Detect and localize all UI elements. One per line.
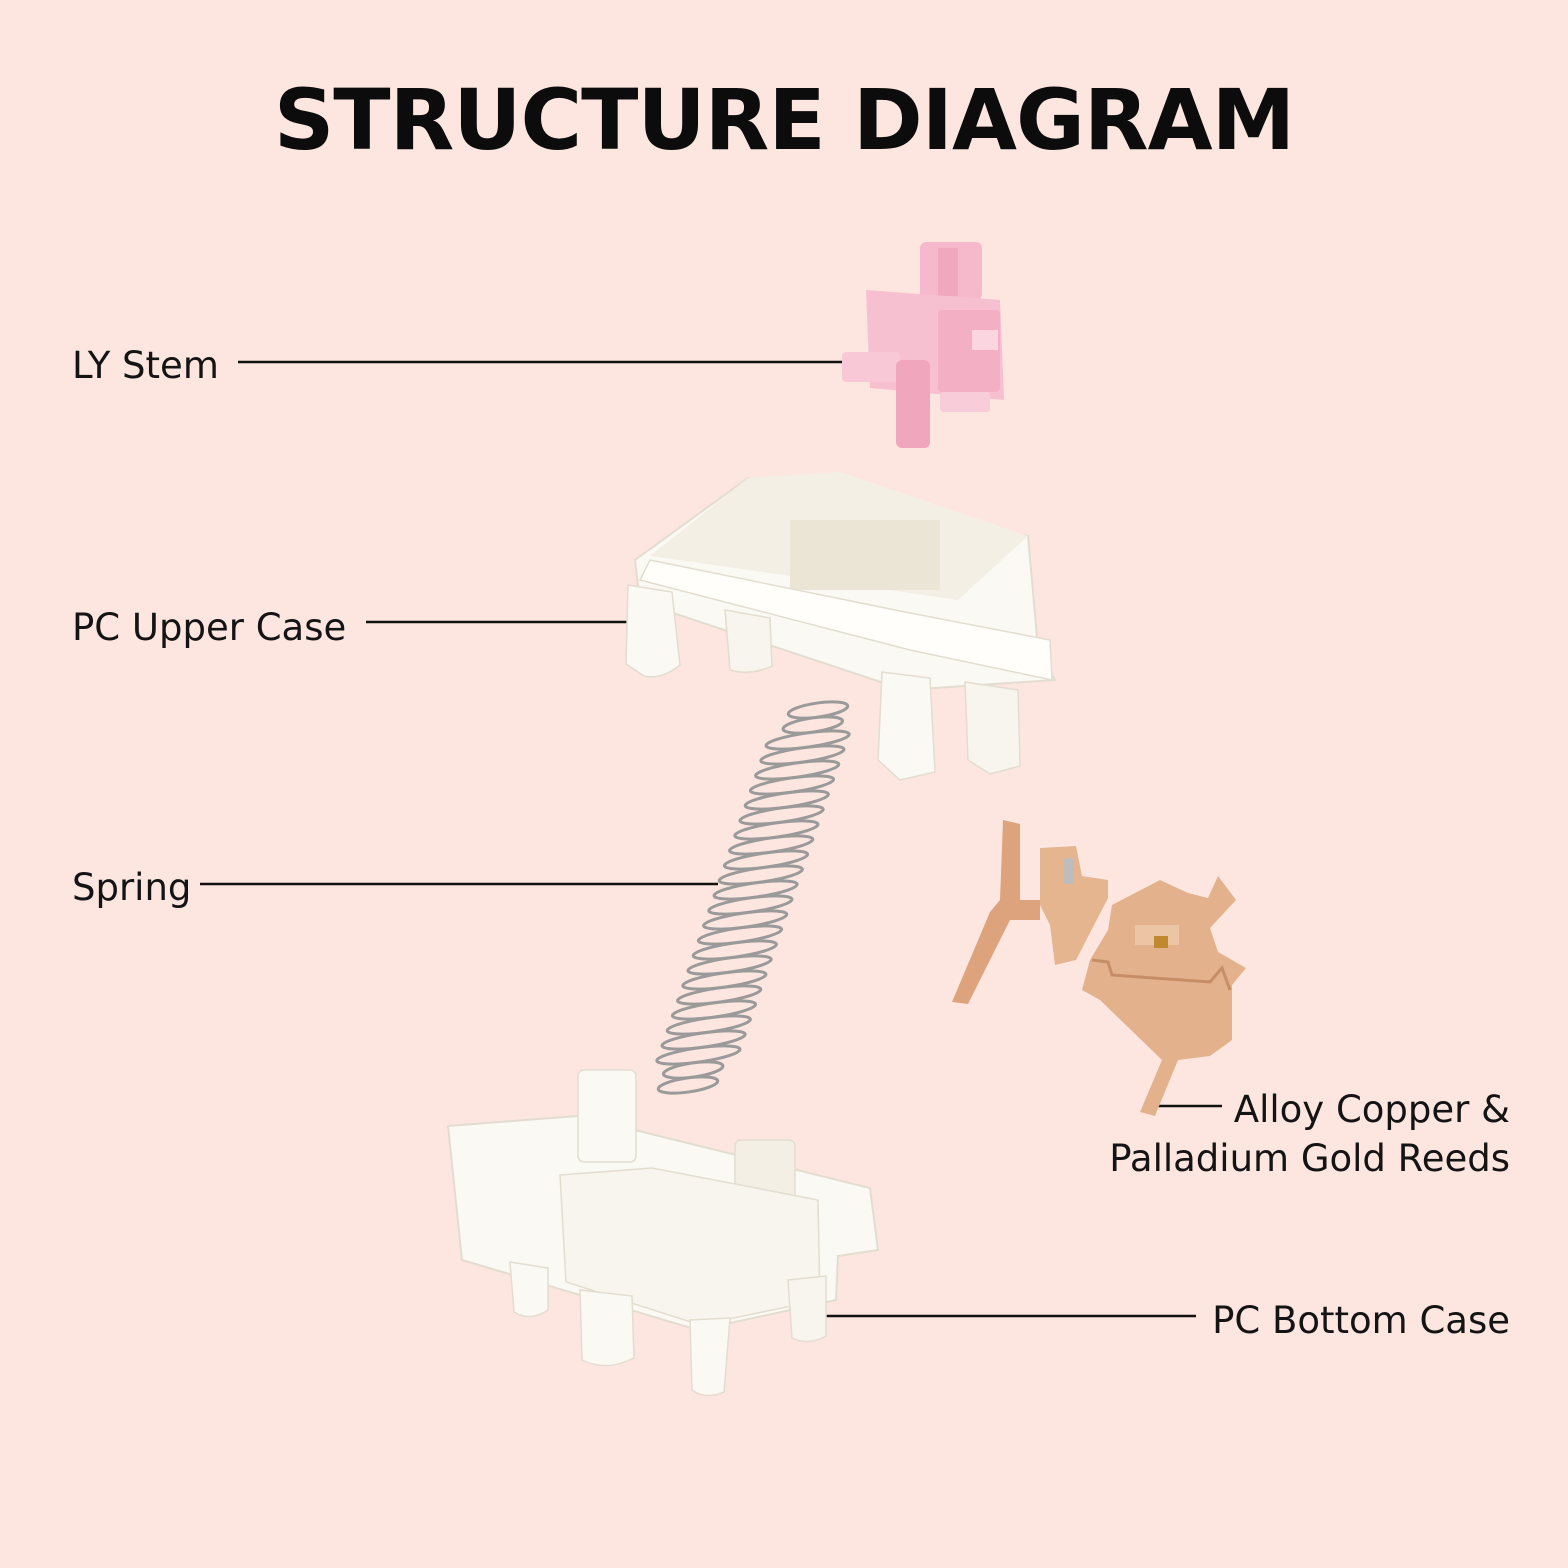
- spring-part: [655, 700, 851, 1095]
- spring-coil: [738, 804, 825, 826]
- label-reeds-line1: Alloy Copper &: [1233, 1088, 1510, 1131]
- spring-coil: [656, 1075, 720, 1095]
- spring-coil: [702, 909, 789, 931]
- spring-coil: [660, 1029, 747, 1051]
- ly-stem-part: [842, 242, 1004, 448]
- spring-coil: [728, 834, 815, 856]
- reeds-part: [952, 820, 1246, 1116]
- spring-coil: [743, 789, 830, 811]
- spring-coil: [712, 879, 799, 901]
- label-pc-upper-case: PC Upper Case: [72, 606, 347, 649]
- leader-lines: [200, 360, 1222, 1318]
- pc-upper-case-part: [625, 472, 1057, 781]
- spring-coil: [759, 744, 846, 766]
- spring-coil: [686, 954, 773, 976]
- page-title: STRUCTURE DIAGRAM: [273, 71, 1295, 169]
- spring-coil: [696, 924, 784, 946]
- label-ly-stem: LY Stem: [72, 344, 219, 387]
- pc-bottom-case-part: [446, 1069, 880, 1397]
- spring-coil: [670, 999, 758, 1021]
- label-reeds-line2: Palladium Gold Reeds: [1109, 1136, 1510, 1180]
- label-spring: Spring: [72, 866, 192, 909]
- spring-coil: [691, 939, 778, 961]
- spring-coil: [733, 819, 820, 841]
- spring-coil: [717, 864, 804, 886]
- spring-coil: [722, 849, 810, 871]
- spring-coil: [764, 729, 851, 751]
- spring-coil: [665, 1014, 752, 1036]
- spring-coil: [748, 774, 836, 796]
- spring-coil: [655, 1044, 742, 1066]
- spring-coil: [707, 894, 794, 916]
- spring-coil: [681, 969, 768, 991]
- spring-coil: [754, 759, 841, 781]
- label-reeds: Alloy Copper & Palladium Gold Reeds: [1109, 1086, 1510, 1184]
- spring-coil: [676, 984, 763, 1006]
- label-pc-bottom-case: PC Bottom Case: [1212, 1299, 1510, 1342]
